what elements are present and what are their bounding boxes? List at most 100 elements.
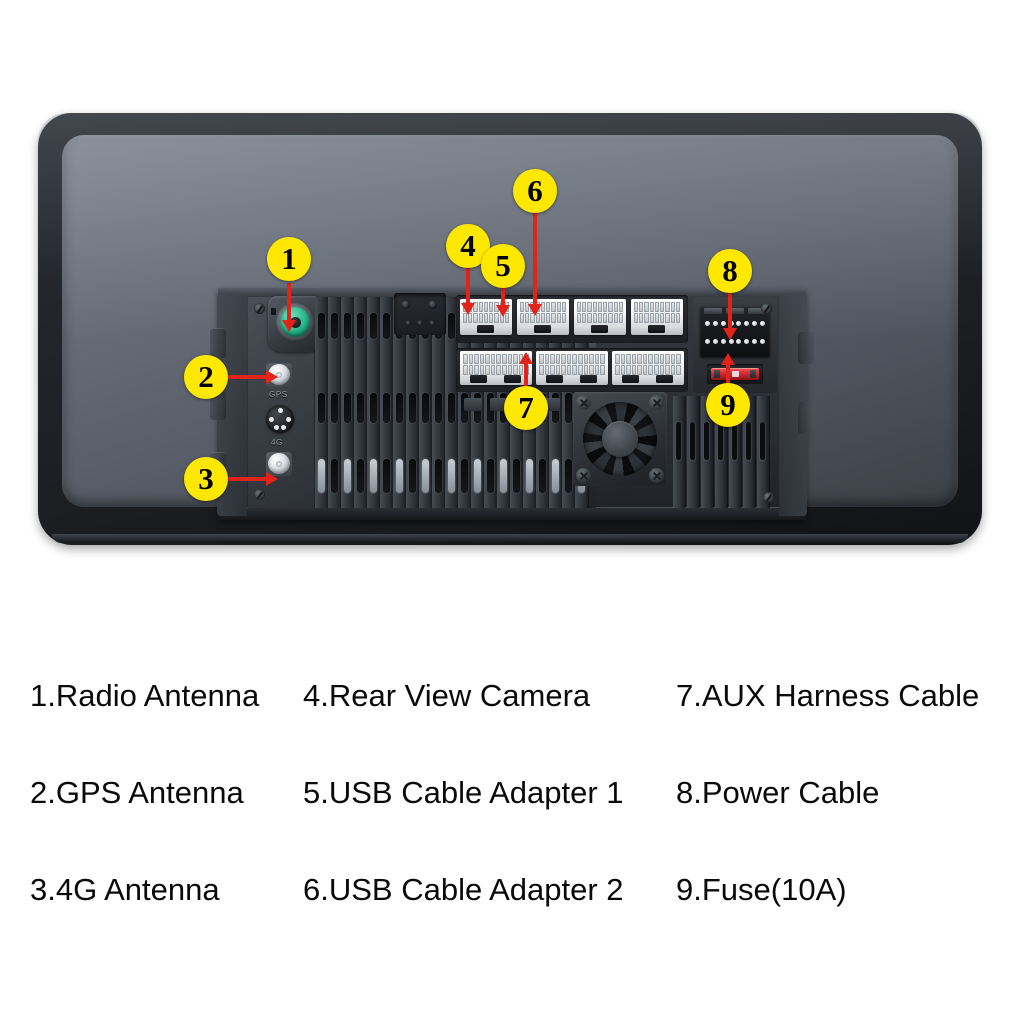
fuse-window bbox=[731, 371, 739, 377]
fin-slot bbox=[526, 459, 533, 493]
connector-pin bbox=[644, 313, 649, 323]
callout-3[interactable]: 3 bbox=[184, 457, 228, 501]
4g-jack-body bbox=[268, 453, 290, 474]
fin-slot bbox=[331, 393, 338, 423]
bracket-tab bbox=[210, 328, 226, 358]
connector-pin bbox=[566, 365, 572, 375]
connector-pin bbox=[561, 302, 566, 312]
connector-pin bbox=[649, 313, 654, 323]
connector-pin bbox=[550, 354, 555, 364]
contact-pad bbox=[464, 398, 482, 411]
connector-latch bbox=[470, 375, 487, 383]
fin-slot bbox=[500, 459, 507, 493]
connector-pin bbox=[659, 354, 665, 364]
fin-slot bbox=[435, 393, 442, 423]
fin-slot bbox=[461, 459, 468, 493]
connector-pin bbox=[613, 302, 618, 312]
connector-pin bbox=[594, 354, 600, 364]
connector-pin bbox=[603, 313, 608, 323]
vent-slot bbox=[676, 422, 681, 460]
fin-slot bbox=[448, 459, 455, 493]
connector-pin bbox=[561, 354, 566, 364]
connector-pin bbox=[474, 354, 479, 364]
connector-pin bbox=[551, 313, 556, 323]
power-pin bbox=[752, 338, 758, 344]
din-pin bbox=[281, 425, 286, 430]
connector-pin bbox=[670, 313, 675, 323]
power-pin bbox=[705, 338, 710, 344]
callout-2[interactable]: 2 bbox=[184, 355, 228, 399]
leader-arrow-2 bbox=[266, 370, 278, 384]
leader-line-6 bbox=[533, 209, 537, 307]
connector-pin bbox=[631, 365, 637, 375]
mount-hole bbox=[429, 320, 435, 326]
connector-pin bbox=[561, 313, 566, 323]
fin-slot bbox=[370, 393, 377, 423]
callout-8[interactable]: 8 bbox=[708, 249, 752, 293]
leader-line-2 bbox=[228, 375, 270, 379]
connector-pin bbox=[592, 313, 597, 323]
callout-5[interactable]: 5 bbox=[481, 244, 525, 288]
connector-pin-row bbox=[577, 302, 623, 312]
connector-pin bbox=[478, 313, 483, 323]
fin-slot bbox=[487, 459, 494, 493]
gps-port-label: GPS bbox=[269, 390, 288, 399]
callout-7[interactable]: 7 bbox=[504, 386, 548, 430]
lower-connector-bay bbox=[456, 348, 688, 392]
fan-screw bbox=[649, 468, 664, 483]
connector-pin bbox=[478, 302, 483, 312]
connector-pin bbox=[561, 365, 566, 375]
connector-pin-row bbox=[577, 313, 623, 323]
connector-pin bbox=[578, 365, 583, 375]
heatsink-fin bbox=[380, 297, 393, 508]
connector-pin bbox=[583, 354, 589, 364]
connector-pin bbox=[544, 365, 550, 375]
connector-pin bbox=[600, 354, 605, 364]
connector-pin bbox=[589, 365, 594, 375]
connector-pin bbox=[637, 354, 642, 364]
connector-pin bbox=[654, 313, 660, 323]
fin-slot bbox=[396, 459, 403, 493]
leader-line-8 bbox=[728, 289, 732, 331]
connector-pin bbox=[618, 313, 623, 323]
connector-pin bbox=[589, 354, 594, 364]
callout-1[interactable]: 1 bbox=[267, 237, 311, 281]
leader-line-9 bbox=[726, 358, 730, 387]
vent-fin bbox=[701, 396, 713, 508]
connector-pin bbox=[597, 313, 603, 323]
connector-pin bbox=[489, 302, 494, 312]
legend-item-5: 5.USB Cable Adapter 1 bbox=[303, 775, 624, 810]
heatsink-fin bbox=[328, 297, 341, 508]
legend-item-4: 4.Rear View Camera bbox=[303, 678, 591, 713]
fin-slot bbox=[344, 313, 351, 339]
din-pin bbox=[277, 408, 283, 413]
connector-pin bbox=[507, 365, 513, 375]
connector-pin bbox=[654, 365, 659, 375]
leader-line-3 bbox=[228, 477, 270, 481]
connector-pin bbox=[502, 365, 507, 375]
vent-slot bbox=[760, 422, 765, 460]
aux-harness-connector-right bbox=[612, 351, 684, 385]
fin-slot bbox=[474, 459, 481, 493]
vent-slot bbox=[690, 422, 695, 460]
vent-slot bbox=[718, 422, 723, 460]
chassis-screw bbox=[254, 303, 265, 314]
connector-pin bbox=[634, 302, 639, 312]
fan-hub bbox=[602, 421, 638, 457]
callout-6[interactable]: 6 bbox=[513, 169, 557, 213]
callout-9[interactable]: 9 bbox=[706, 383, 750, 427]
connector-pin bbox=[608, 302, 613, 312]
fin-slot bbox=[383, 313, 390, 339]
leader-arrow-3 bbox=[266, 472, 278, 486]
leader-arrow-9 bbox=[721, 353, 735, 365]
connector-pin bbox=[556, 302, 561, 312]
fin-slot bbox=[331, 459, 338, 493]
connector-pin bbox=[546, 302, 551, 312]
connector-pin bbox=[654, 302, 660, 312]
fin-slot bbox=[565, 459, 572, 493]
power-pin-row bbox=[705, 338, 765, 344]
power-pin bbox=[728, 338, 734, 344]
mount-hole bbox=[417, 320, 423, 326]
connector-pin bbox=[660, 313, 665, 323]
connector-pin bbox=[675, 302, 680, 312]
